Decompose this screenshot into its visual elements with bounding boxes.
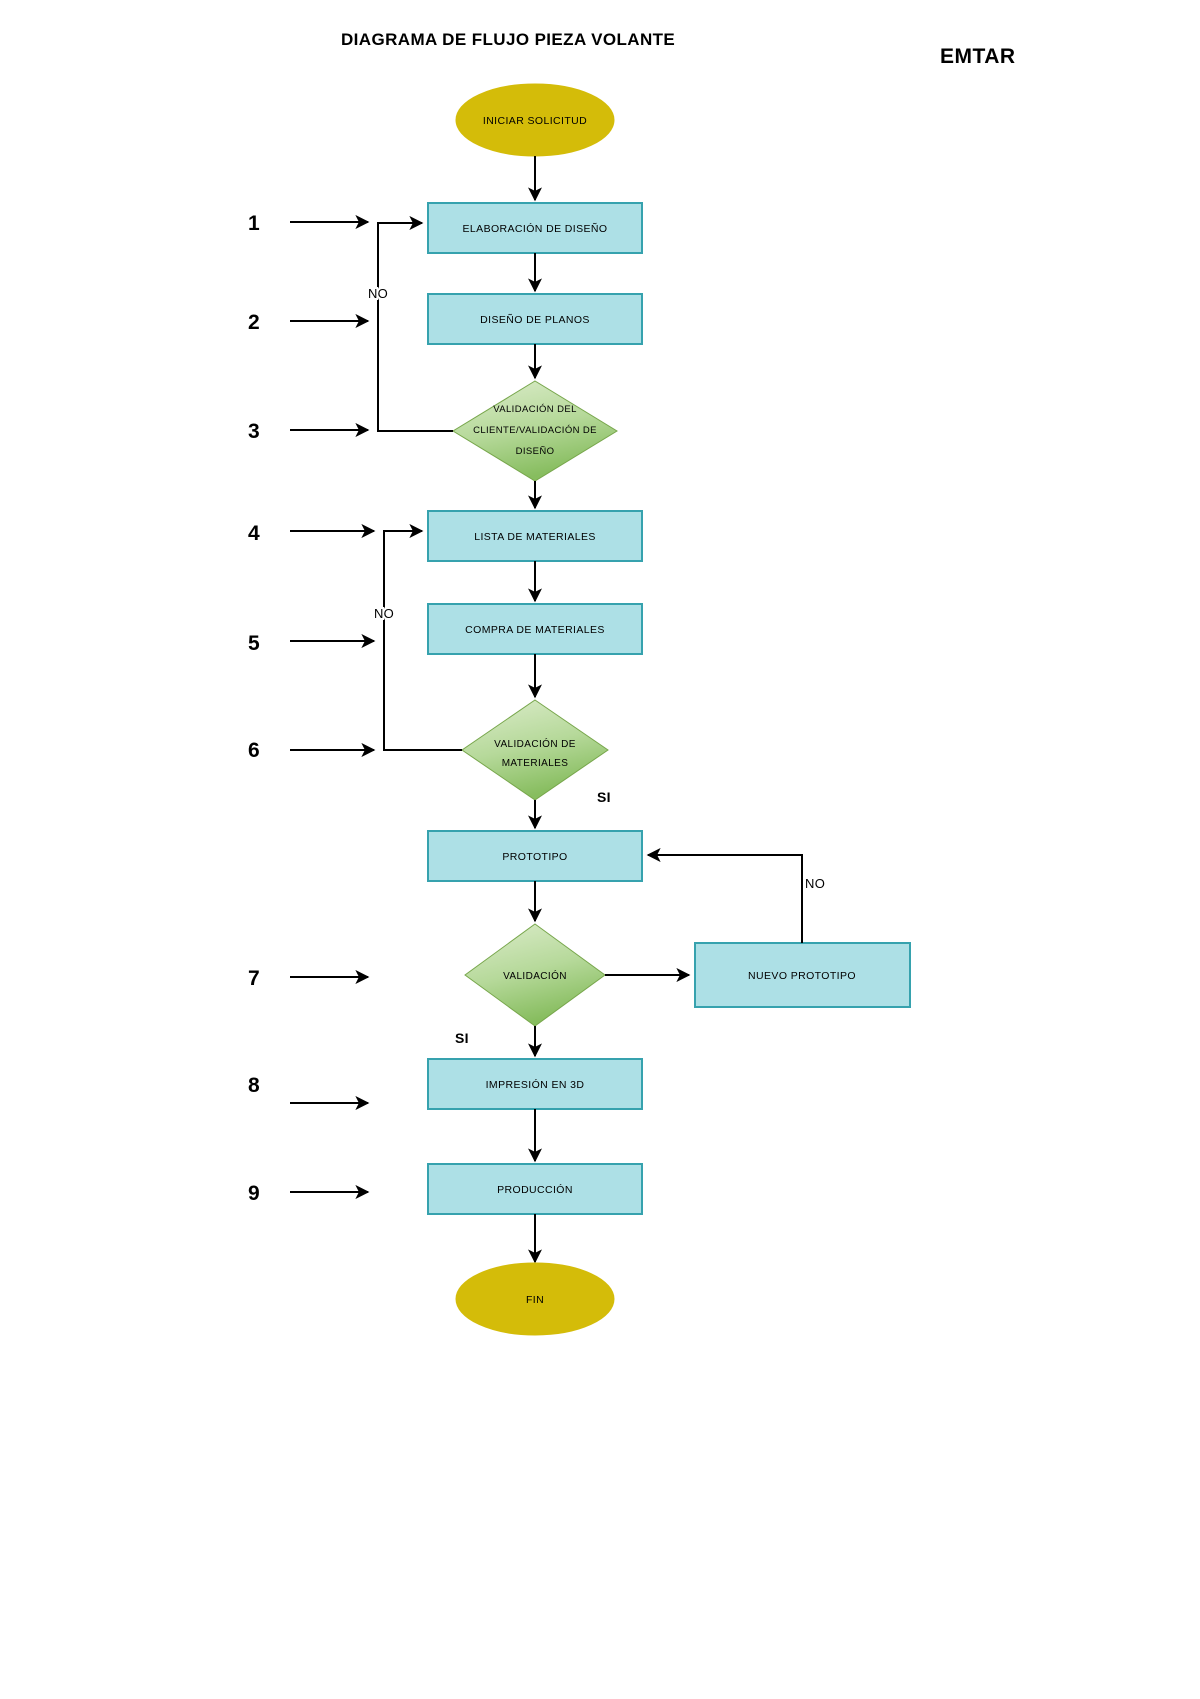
node-nuevo-prototipo: NUEVO PROTOTIPO — [694, 942, 911, 1008]
d1-label-line3: DISEÑO — [516, 446, 555, 457]
si-label-1: SI — [597, 789, 611, 805]
d1-label-line1: VALIDACIÓN DEL — [493, 404, 577, 415]
p5-box-shape — [427, 830, 643, 882]
connector-no-loop-3 — [646, 848, 803, 943]
p6-label: NUEVO PROTOTIPO — [748, 970, 856, 982]
node-start: INICIAR SOLICITUD — [455, 83, 615, 157]
step-number-7: 7 — [248, 967, 260, 990]
si-label-2: SI — [455, 1030, 469, 1046]
node-diseno-planos: DISEÑO DE PLANOS — [427, 293, 643, 345]
p2-label: DISEÑO DE PLANOS — [480, 313, 590, 326]
brand-logo: EMTAR — [940, 45, 1016, 68]
p1-label: ELABORACIÓN DE DISEÑO — [463, 222, 608, 235]
start-label: INICIAR SOLICITUD — [483, 115, 587, 127]
step-marker-8: 8 — [248, 1074, 370, 1110]
step-number-8: 8 — [248, 1074, 260, 1097]
p8-label: PRODUCCIÓN — [497, 1183, 573, 1196]
no-label-3: NO — [805, 876, 825, 891]
node-validacion: VALIDACIÓN — [464, 923, 606, 1027]
p1-box-shape — [427, 202, 643, 254]
step-marker-1: 1 — [248, 212, 370, 235]
d2-label-line1: VALIDACIÓN DE — [494, 737, 576, 750]
node-validacion-cliente: VALIDACIÓN DEL CLIENTE/VALIDACIÓN DE DIS… — [452, 380, 618, 482]
page-title: DIAGRAMA DE FLUJO PIEZA VOLANTE — [341, 30, 675, 49]
node-prototipo: PROTOTIPO — [427, 830, 643, 882]
d2-diamond-shape — [461, 699, 609, 801]
p3-box-shape — [427, 510, 643, 562]
step-number-1: 1 — [248, 212, 260, 235]
d2-label-line2: MATERIALES — [502, 758, 569, 769]
no-label-2: NO — [374, 606, 394, 621]
node-impresion-3d: IMPRESIÓN EN 3D — [427, 1058, 643, 1110]
step-marker-3: 3 — [248, 420, 370, 443]
p8-box-shape — [427, 1163, 643, 1215]
step-marker-2: 2 — [248, 311, 370, 334]
step-marker-7: 7 — [248, 967, 370, 990]
p5-label: PROTOTIPO — [502, 851, 567, 863]
end-oval-shape — [455, 1262, 615, 1336]
no-label-1: NO — [368, 286, 388, 301]
step-marker-5: 5 — [248, 632, 376, 655]
connector-no-loop-1 — [377, 216, 453, 432]
node-produccion: PRODUCCIÓN — [427, 1163, 643, 1215]
node-end: FIN — [455, 1262, 615, 1336]
p4-label: COMPRA DE MATERIALES — [465, 624, 605, 636]
node-validacion-materiales: VALIDACIÓN DE MATERIALES — [461, 699, 609, 801]
d1-label-line2: CLIENTE/VALIDACIÓN DE — [473, 425, 597, 436]
step-number-6: 6 — [248, 739, 260, 762]
step-marker-9: 9 — [248, 1182, 370, 1205]
step-marker-6: 6 — [248, 739, 376, 762]
p7-label: IMPRESIÓN EN 3D — [486, 1078, 585, 1091]
p3-label: LISTA DE MATERIALES — [474, 531, 596, 543]
node-elaboracion-diseno: ELABORACIÓN DE DISEÑO — [427, 202, 643, 254]
connector-no-loop-2 — [383, 524, 462, 751]
node-compra-materiales: COMPRA DE MATERIALES — [427, 603, 643, 655]
step-number-4: 4 — [248, 522, 260, 545]
node-lista-materiales: LISTA DE MATERIALES — [427, 510, 643, 562]
step-number-2: 2 — [248, 311, 260, 334]
step-number-9: 9 — [248, 1182, 260, 1205]
step-number-3: 3 — [248, 420, 260, 443]
step-number-5: 5 — [248, 632, 260, 655]
d3-label-line1: VALIDACIÓN — [503, 969, 567, 982]
end-label: FIN — [526, 1294, 544, 1306]
step-marker-4: 4 — [248, 522, 376, 545]
